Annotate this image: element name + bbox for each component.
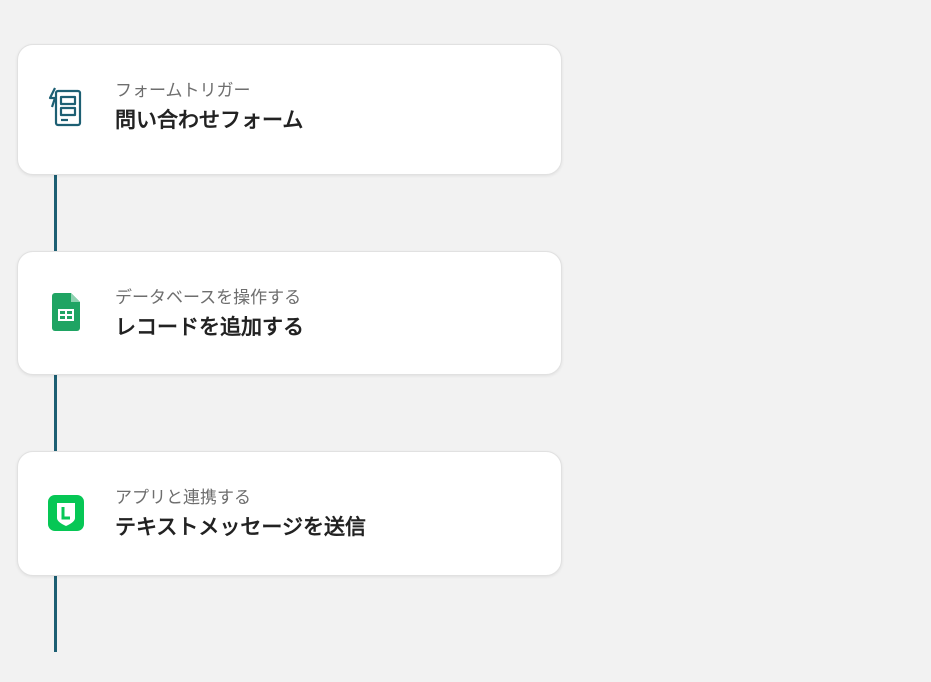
line-icon xyxy=(48,495,88,535)
step-type-label: データベースを操作する xyxy=(115,288,302,308)
step-title: テキストメッセージを送信 xyxy=(115,515,366,539)
flow-connector-3 xyxy=(54,575,57,652)
flow-step-form-trigger[interactable]: フォームトリガー 問い合わせフォーム xyxy=(17,44,562,175)
form-icon xyxy=(46,85,86,127)
flow-step-database[interactable]: データベースを操作する レコードを追加する xyxy=(17,251,562,375)
google-sheets-icon xyxy=(52,293,92,333)
step-title: 問い合わせフォーム xyxy=(115,108,304,132)
step-title: レコードを追加する xyxy=(115,315,304,339)
step-type-label: フォームトリガー xyxy=(115,81,251,101)
step-type-label: アプリと連携する xyxy=(115,488,251,508)
flow-step-app-integration[interactable]: アプリと連携する テキストメッセージを送信 xyxy=(17,451,562,576)
flow-connector-1 xyxy=(54,174,57,252)
flow-connector-2 xyxy=(54,374,57,452)
